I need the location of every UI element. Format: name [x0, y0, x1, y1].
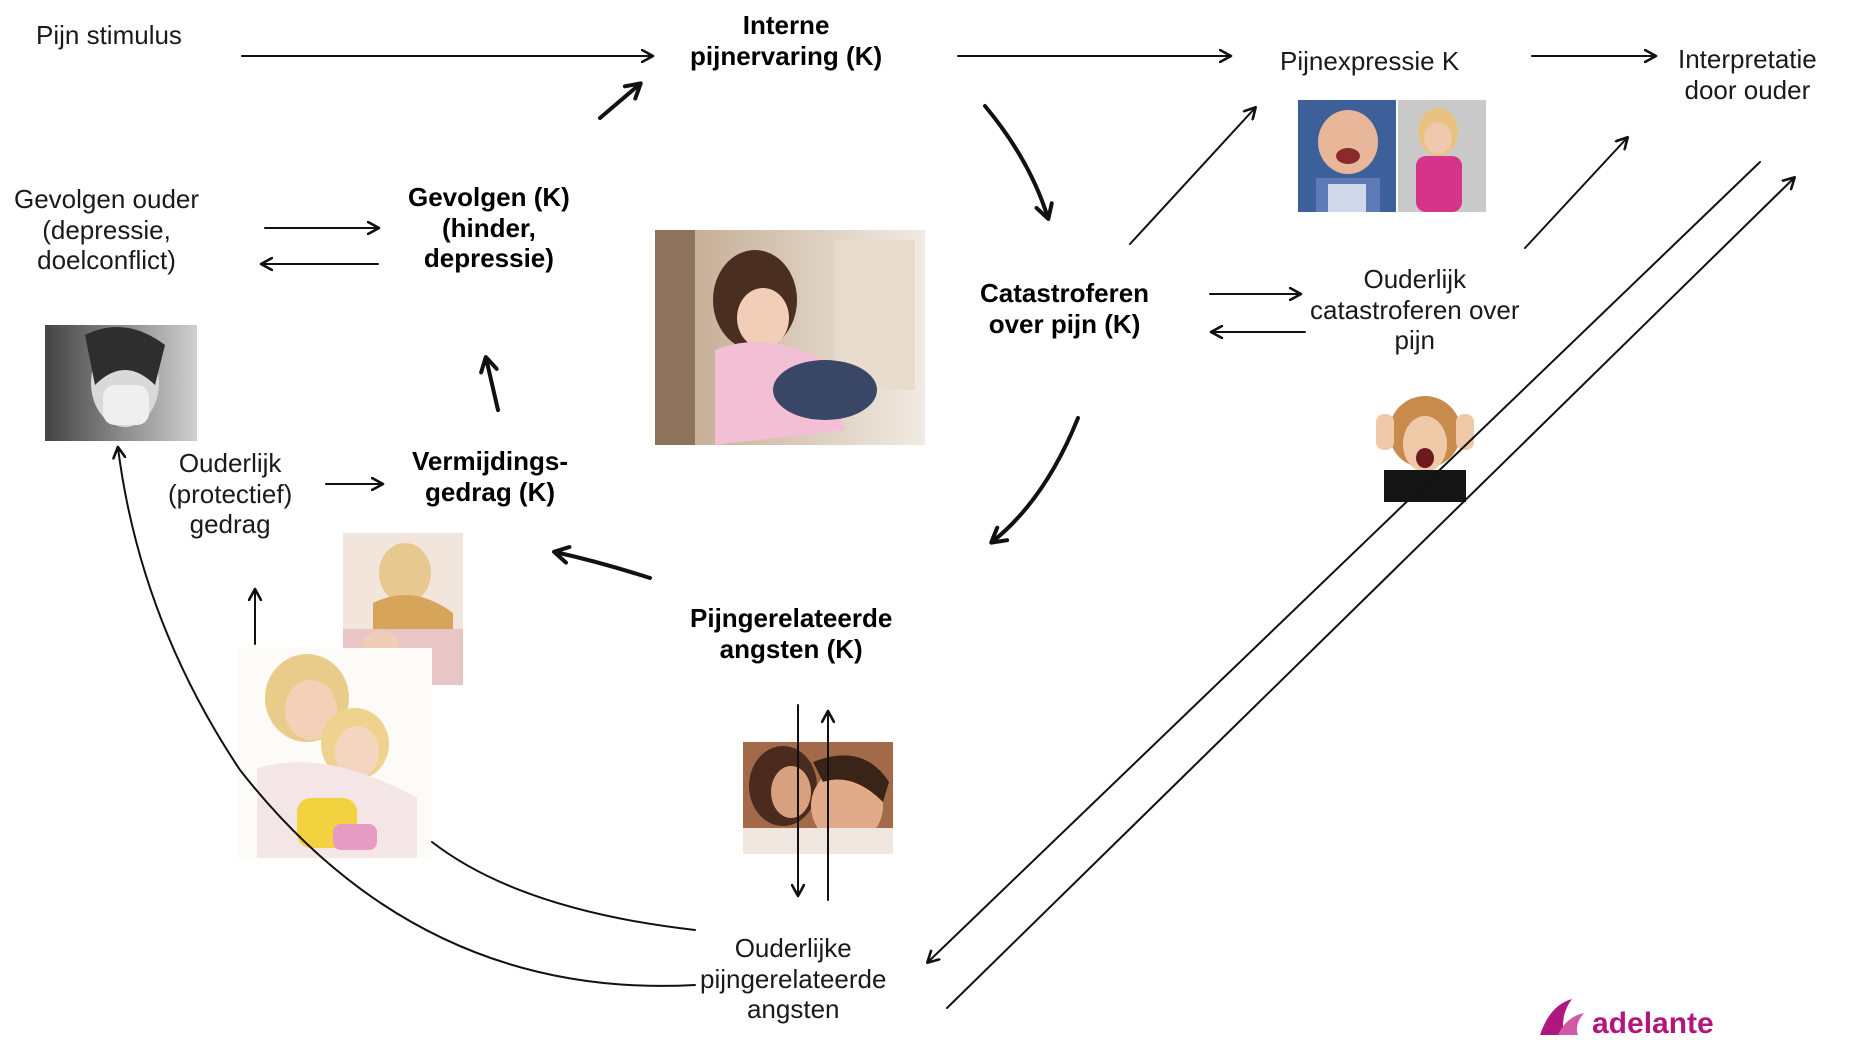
node-line: depressie) — [423, 243, 554, 274]
connector-ouderlijke-angsten-to-mother — [431, 841, 696, 931]
node-interne-pijnervaring: Interne pijnervaring (K) — [690, 10, 882, 71]
node-line: Gevolgen ouder — [14, 184, 200, 214]
node-line: Interne — [742, 10, 830, 40]
node-line: catastroferen over — [1310, 294, 1520, 325]
arrow-catastroferen-to-expressie — [1129, 108, 1255, 245]
node-gevolgen-ouder: Gevolgen ouder (depressie, doelconflict) — [14, 184, 199, 276]
node-line: over pijn (K) — [988, 308, 1141, 339]
node-line: Ouderlijk — [1363, 264, 1467, 294]
bold-arrow-catastroferen-to-angsten — [989, 416, 1080, 545]
node-pijn-stimulus: Pijn stimulus — [36, 20, 182, 51]
node-pijnexpressie: Pijnexpressie K — [1280, 46, 1459, 77]
node-vermijdingsgedrag: Vermijdings- gedrag (K) — [412, 446, 568, 507]
bold-arrow-angsten-to-vermijding — [552, 545, 652, 580]
node-gevolgen-k: Gevolgen (K) (hinder, depressie) — [408, 182, 570, 274]
arrow-interpretatie-to-ouderlijke-angsten — [928, 161, 1761, 962]
node-line: Vermijdings- — [412, 446, 569, 476]
node-interpretatie: Interpretatie door ouder — [1678, 44, 1817, 105]
node-line: gedrag — [189, 509, 271, 540]
node-line: Catastroferen — [980, 278, 1150, 308]
node-ouderlijk-catastroferen: Ouderlijk catastroferen over pijn — [1310, 264, 1520, 356]
node-catastroferen: Catastroferen over pijn (K) — [980, 278, 1149, 339]
node-line: Ouderlijk — [178, 448, 282, 478]
node-line: (hinder, — [441, 212, 536, 243]
photo-woman-distressed — [45, 325, 197, 441]
bold-arrow-vermijding-to-gevolgen — [479, 355, 500, 412]
node-line: Gevolgen (K) — [408, 182, 570, 212]
photo-sad-girl-pink — [1398, 100, 1486, 212]
node-line: Pijnexpressie K — [1280, 46, 1460, 76]
node-line: angsten — [746, 994, 840, 1025]
arrow-ouderlijke-angsten-to-interpretatie — [946, 178, 1794, 1009]
node-line: door ouder — [1684, 74, 1811, 105]
arrow-ouderlijk-to-interpretatie — [1524, 138, 1627, 249]
photo-mother-child-faces — [743, 742, 893, 854]
node-line: pijnervaring (K) — [690, 40, 883, 71]
bold-arrow-interne-to-catastroferen — [983, 104, 1054, 221]
node-line: gedrag (K) — [425, 476, 556, 507]
node-line: doelconflict) — [37, 245, 176, 276]
node-line: Pijngerelateerde — [690, 603, 893, 633]
photo-mother-hugging-child — [237, 648, 432, 858]
logo-text: adelante — [1592, 1007, 1714, 1035]
bold-arrow-to-interne — [598, 81, 643, 120]
photo-girl-sitting-sad — [655, 230, 925, 445]
node-line: Interpretatie — [1678, 44, 1817, 74]
arrow-ouderlijke-angsten-to-gevolgen-ouder — [118, 448, 696, 987]
node-line: pijngerelateerde — [700, 963, 887, 994]
node-line: (depressie, — [42, 214, 171, 245]
node-line: Ouderlijke — [734, 933, 852, 963]
node-line: angsten (K) — [719, 633, 863, 664]
node-ouderlijke-angsten: Ouderlijke pijngerelateerde angsten — [700, 933, 886, 1025]
node-ouderlijk-protectief: Ouderlijk (protectief) gedrag — [168, 448, 292, 540]
adelante-logo-mark: adelante — [1540, 999, 1714, 1040]
node-pijngerelateerde-angsten: Pijngerelateerde angsten (K) — [690, 603, 892, 664]
node-line: (protectief) — [168, 478, 293, 509]
node-line: pijn — [1394, 325, 1436, 356]
node-line: Pijn stimulus — [36, 20, 182, 50]
adelante-logo: adelante — [1530, 995, 1730, 1040]
photo-crying-toddler — [1298, 100, 1396, 212]
